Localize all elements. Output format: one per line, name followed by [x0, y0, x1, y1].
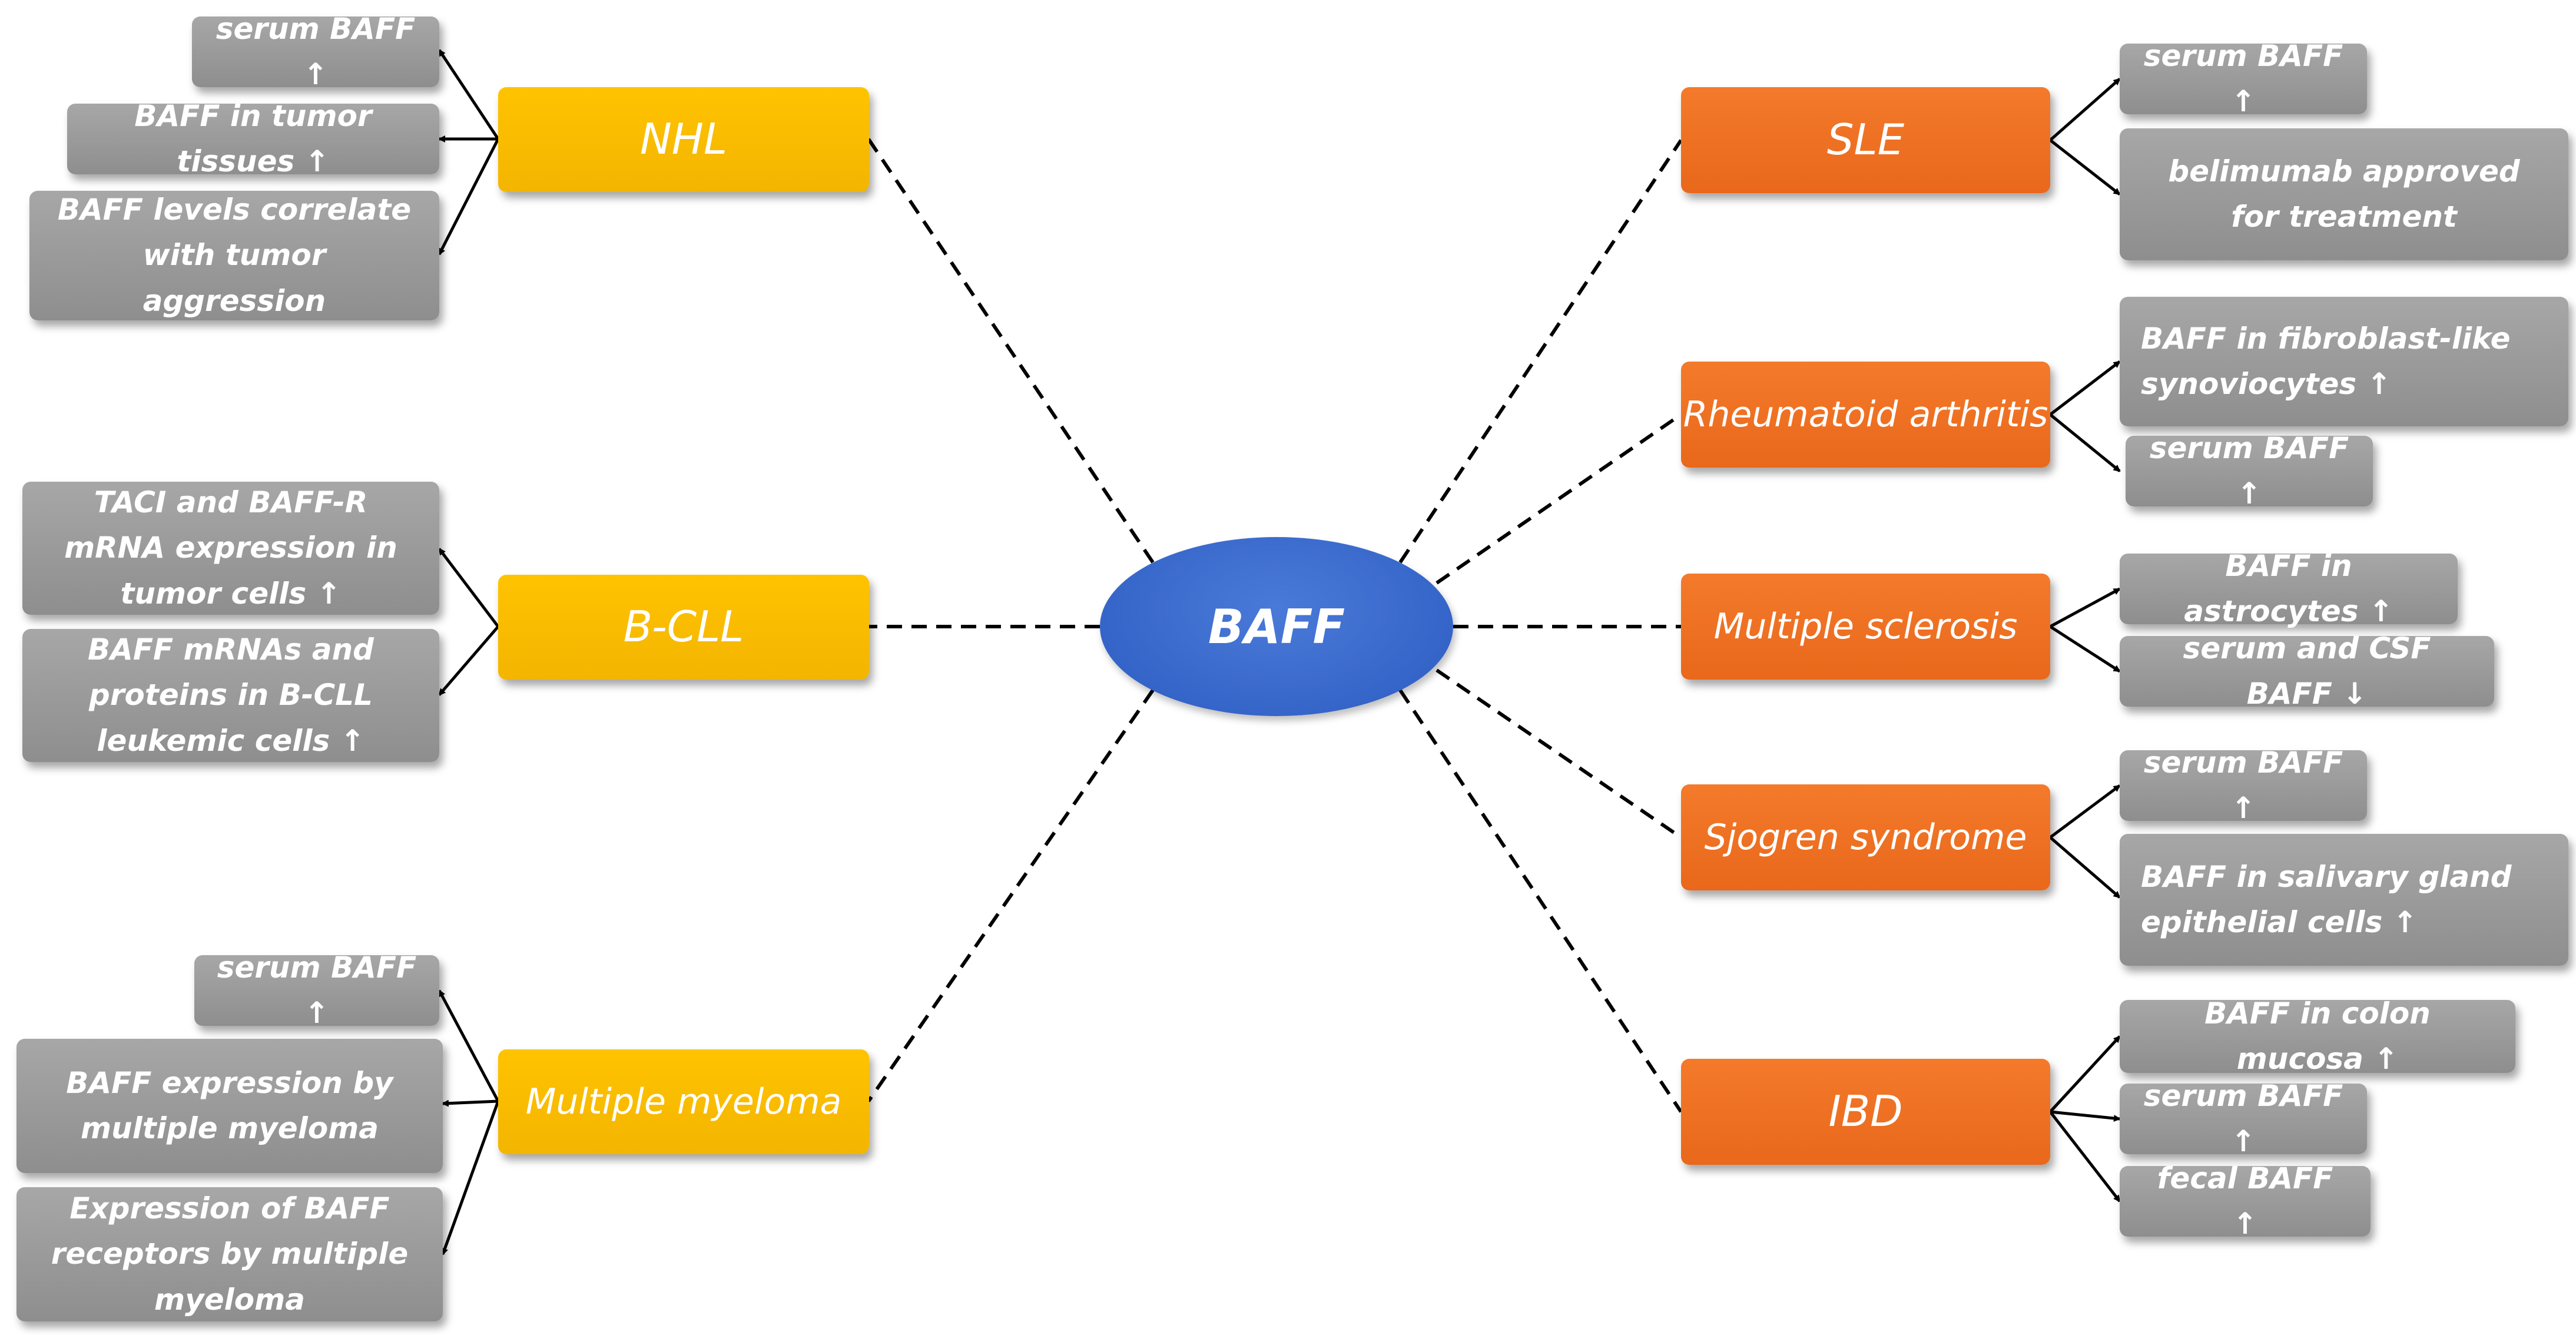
disease-sle: SLE — [1681, 87, 2050, 193]
finding-sle-serum-baff: serum BAFF ↑ — [2120, 39, 2367, 118]
arrows-ra — [2049, 360, 2121, 472]
arrows-nhl — [437, 49, 500, 256]
arrows-sjogren — [2049, 784, 2121, 899]
finding-ibd-serum-baff: serum BAFF ↑ — [2120, 1079, 2367, 1158]
finding-nhl-tumor-aggression: BAFF levels correlate with tumor aggress… — [29, 191, 439, 320]
disease-multiple-myeloma: Multiple myeloma — [498, 1049, 869, 1154]
finding-ra-fibroblast: BAFF in fibroblast-like synoviocytes ↑ — [2120, 297, 2568, 426]
disease-sjogren-syndrome: Sjogren syndrome — [1681, 784, 2050, 890]
disease-nhl: NHL — [498, 87, 869, 192]
arrows-sle — [2049, 78, 2121, 196]
dash-myeloma — [867, 689, 1155, 1102]
arrows-myeloma — [437, 989, 500, 1256]
finding-mm-receptors: Expression of BAFF receptors by multiple… — [16, 1187, 443, 1321]
arrows-ibd — [2049, 1035, 2121, 1203]
center-node-baff: BAFF — [1100, 537, 1453, 716]
finding-sle-belimumab: belimumab approved for treatment — [2120, 128, 2568, 260]
arrows-bcll — [438, 548, 499, 696]
finding-bcll-taci: TACI and BAFF-R mRNA expression in tumor… — [22, 482, 439, 615]
finding-nhl-serum-baff: serum BAFF ↑ — [192, 12, 439, 91]
disease-rheumatoid-arthritis: Rheumatoid arthritis — [1681, 362, 2050, 468]
dash-ibd — [1398, 689, 1683, 1113]
dash-sle — [1398, 139, 1683, 564]
finding-sjogren-serum-baff: serum BAFF ↑ — [2120, 746, 2367, 825]
finding-bcll-mrna: BAFF mRNAs and proteins in B-CLL leukemi… — [22, 629, 439, 762]
arrows-ms — [2049, 587, 2121, 673]
finding-ms-csf: serum and CSF BAFF ↓ — [2120, 631, 2494, 711]
finding-ra-serum-baff: serum BAFF ↑ — [2126, 431, 2373, 511]
disease-ibd: IBD — [1681, 1059, 2050, 1165]
dash-sjogren — [1435, 668, 1682, 839]
dash-ra — [1435, 413, 1682, 585]
finding-mm-serum-baff: serum BAFF ↑ — [194, 950, 439, 1030]
finding-ibd-fecal: fecal BAFF ↑ — [2120, 1161, 2371, 1241]
dash-nhl — [867, 138, 1155, 564]
finding-ms-astrocytes: BAFF in astrocytes ↑ — [2120, 549, 2458, 628]
disease-multiple-sclerosis: Multiple sclerosis — [1681, 574, 2050, 680]
disease-bcll: B-CLL — [498, 575, 869, 680]
finding-ibd-colon-mucosa: BAFF in colon mucosa ↑ — [2120, 996, 2515, 1076]
finding-sjogren-salivary: BAFF in salivary gland epithelial cells … — [2120, 834, 2568, 966]
finding-mm-expression: BAFF expression by multiple myeloma — [16, 1039, 443, 1173]
finding-nhl-tumor-tissues: BAFF in tumor tissues ↑ — [67, 99, 439, 178]
